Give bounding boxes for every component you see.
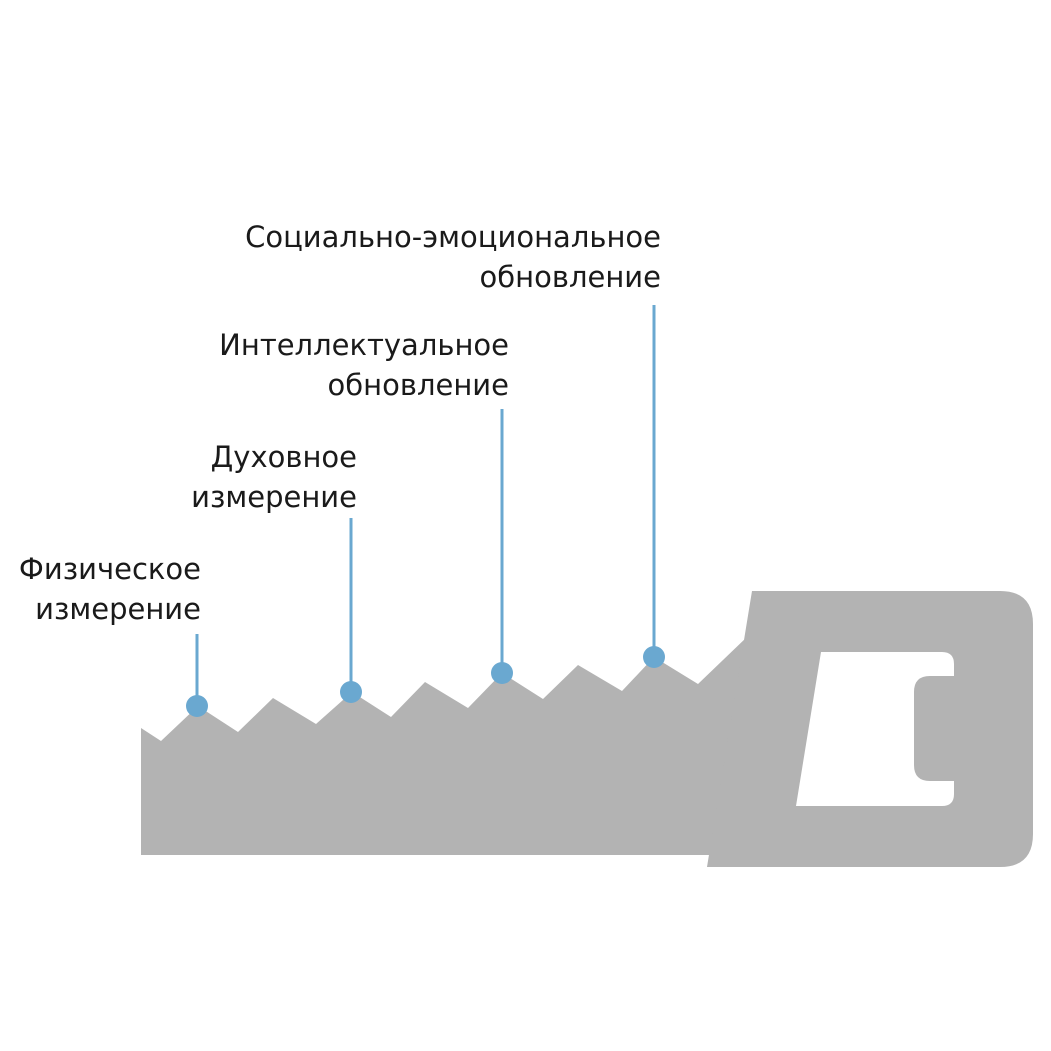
label-spiritual: Духовное измерение — [191, 437, 357, 517]
connector-dot-physical — [186, 695, 208, 717]
label-spiritual-line1: Духовное — [210, 440, 357, 474]
label-intellectual-line2: обновление — [327, 368, 509, 402]
connector-dot-social — [643, 646, 665, 668]
label-social-line1: Социально-эмоциональное — [245, 220, 661, 254]
label-physical: Физическое измерение — [19, 549, 201, 629]
connector-dot-intellectual — [491, 662, 513, 684]
connector-dot-spiritual — [340, 681, 362, 703]
label-social: Социально-эмоциональное обновление — [245, 217, 661, 297]
saw-handle — [707, 591, 1033, 867]
label-physical-line1: Физическое — [18, 552, 201, 586]
label-physical-line2: измерение — [35, 592, 201, 626]
label-intellectual-line1: Интеллектуальное — [219, 328, 509, 362]
label-social-line2: обновление — [479, 260, 661, 294]
label-intellectual: Интеллектуальное обновление — [219, 325, 509, 405]
label-spiritual-line2: измерение — [191, 480, 357, 514]
saw-blade — [141, 636, 748, 855]
